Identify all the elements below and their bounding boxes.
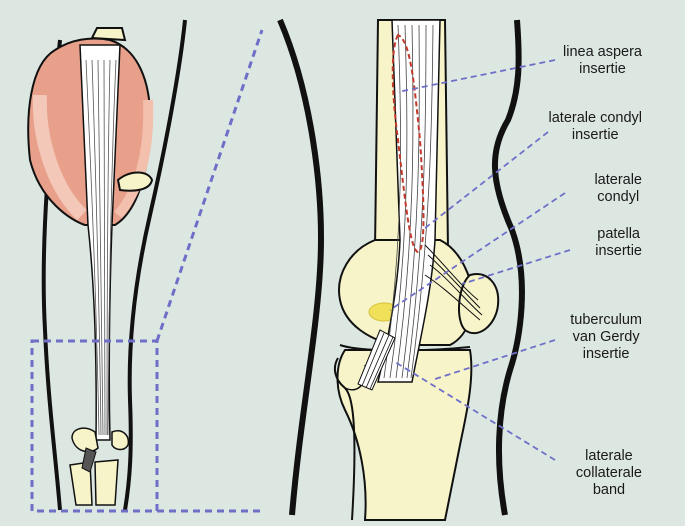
label-laterale-condyl: laterale condyl [594, 172, 642, 205]
leader-line-condyl-insertie [424, 131, 549, 229]
leader-line-condyl [389, 192, 566, 311]
leader-line-linea-aspera [397, 59, 556, 93]
label-tuberculum-van-gerdy: tuberculum van Gerdy insertie [570, 312, 642, 362]
label-patella-insertie: patella insertie [595, 226, 642, 259]
zoom-connector-top [155, 29, 264, 342]
leader-line-patella [461, 249, 571, 285]
leader-lines [389, 59, 571, 461]
label-linea-aspera: linea aspera insertie [563, 44, 642, 77]
linea-aspera-insertion-area [391, 33, 425, 254]
label-laterale-collaterale-band: laterale collaterale band [575, 448, 642, 498]
leader-line-collaterale [394, 361, 556, 461]
leader-line-tuberculum [431, 339, 556, 381]
zoom-box [30, 339, 159, 513]
knee-detail [277, 18, 525, 521]
label-laterale-condyl-insertie: laterale condyl insertie [548, 110, 643, 143]
left-leg-overview [27, 19, 187, 511]
